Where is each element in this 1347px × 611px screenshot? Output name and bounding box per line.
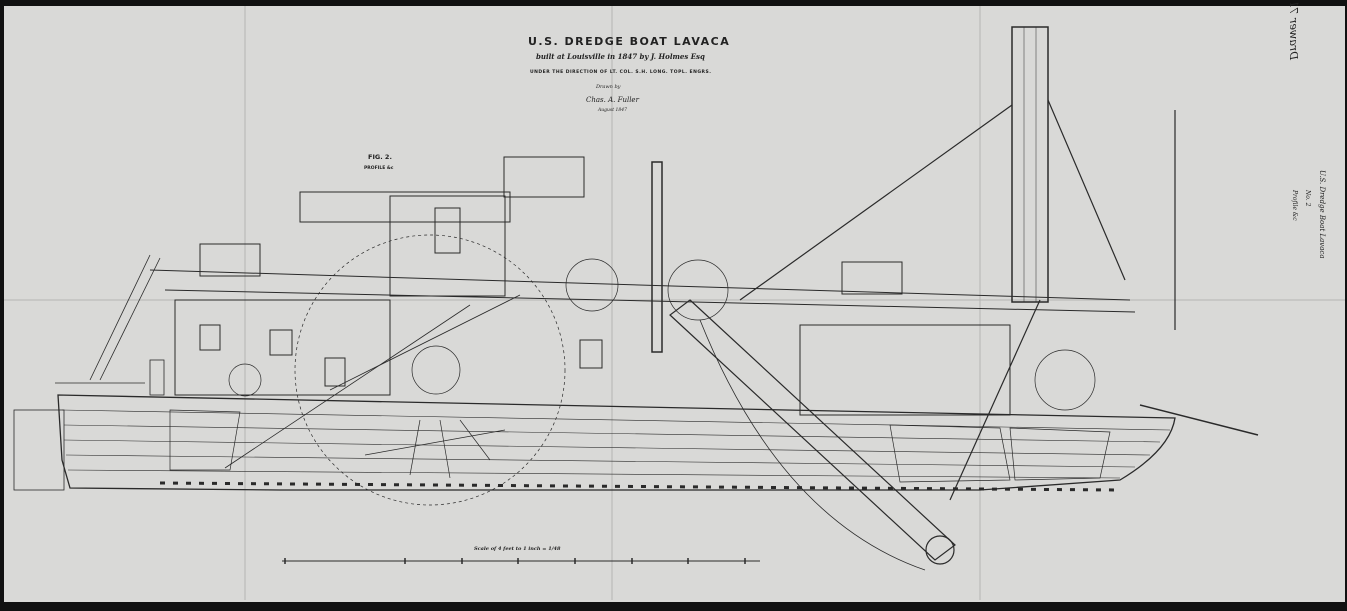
drawing-title: U.S. DREDGE BOAT LAVACA [528, 35, 731, 48]
margin-number: No. 2 [1304, 190, 1311, 207]
draftsman-signature: Chas. A. Fuller [586, 96, 639, 104]
scale-label: Scale of 4 feet to 1 inch = 1/48 [474, 546, 561, 552]
file-reference-note: Drawer 71 Sht. 2 [1287, 0, 1300, 60]
scale-bar [282, 558, 760, 564]
fold-lines [4, 6, 1345, 600]
drawn-by-label: Drawn by [596, 84, 621, 90]
direction-note: UNDER THE DIRECTION OF LT. COL. S.H. LON… [530, 70, 712, 75]
paddle-wheel [228, 234, 1096, 506]
figure-number: FIG. 2. [368, 153, 392, 161]
margin-caption: Profile &c [1291, 190, 1298, 221]
deckhouse [149, 156, 1136, 416]
margin-label: U.S. Dredge Boat Lavaca [1318, 170, 1326, 259]
figure-caption: PROFILE &c [364, 166, 394, 171]
paper [4, 6, 1345, 602]
hull [13, 394, 1176, 492]
smokestack [651, 26, 1049, 353]
drawing-subtitle: built at Louisville in 1847 by J. Holmes… [536, 52, 705, 61]
hatched-frames [169, 409, 1111, 483]
bracing [55, 254, 521, 469]
drawing-date: August 1847 [598, 108, 627, 113]
dredge-ladder [669, 99, 1259, 571]
